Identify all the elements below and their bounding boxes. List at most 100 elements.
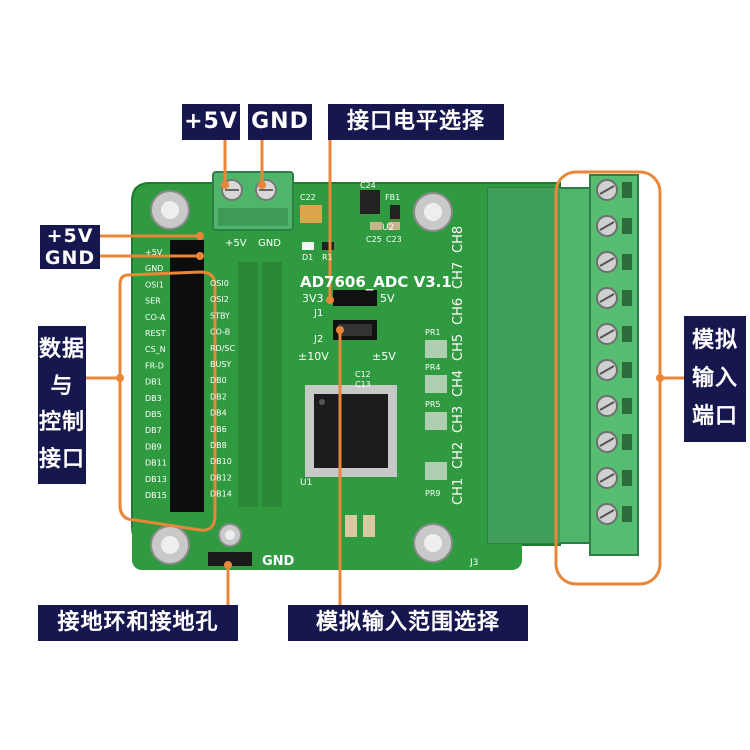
fb1-component [390, 205, 400, 219]
callout-data-control-line3: 控制 [38, 410, 85, 436]
silk-j3: J3 [469, 558, 478, 568]
silk-c25: C25 [366, 235, 382, 244]
channel-label: CH1 [451, 478, 466, 505]
resistor-r1 [322, 242, 334, 250]
leader-dots [116, 181, 664, 569]
silk-c23: C23 [386, 235, 402, 244]
left-pin-labels: +5VGNDOSI1SERCO-ARESTCS_NFR-DDB1DB3DB5DB… [145, 248, 167, 500]
terminal-screw [596, 287, 632, 309]
silk-fb1: FB1 [385, 193, 400, 202]
pr4-pad [425, 375, 447, 393]
pr5-pad [425, 412, 447, 430]
pin-label: DB7 [145, 426, 162, 435]
pin-label: FR-D [145, 361, 164, 370]
pin-label: GND [145, 264, 163, 273]
led-d1 [302, 242, 314, 250]
pin-label: +5V [145, 248, 163, 257]
pin-label: SER [145, 297, 161, 306]
pin-label: DB15 [145, 491, 167, 500]
regulator-u2 [360, 190, 380, 214]
pin-label: DB2 [210, 392, 227, 401]
silk-pm10v: ±10V [298, 350, 329, 363]
channel-label: CH5 [451, 334, 466, 361]
pin-label: DB9 [145, 442, 162, 451]
pin-label: CO-A [145, 313, 166, 322]
silk-d1: D1 [302, 253, 313, 262]
terminal-screw [596, 503, 632, 525]
terminal-screw [596, 251, 632, 273]
pin-label: STBY [210, 311, 230, 320]
callout-left-gnd: GND [40, 247, 100, 269]
silk-u2: U2 [382, 223, 394, 233]
silk-u1: U1 [300, 478, 312, 488]
pin-label: REST [145, 329, 166, 338]
terminal-screw [596, 395, 632, 417]
silk-pr5: PR5 [425, 400, 440, 409]
pr9-pad [425, 462, 447, 480]
silk-j2: J2 [313, 334, 323, 345]
pin-label: DB13 [145, 475, 167, 484]
left-component-column [238, 262, 282, 507]
silk-bottom-gnd: GND [262, 554, 295, 569]
mounting-hole-top-left [150, 190, 190, 230]
adc-chip-u1 [305, 385, 397, 477]
callout-data-control-line4: 接口 [38, 446, 85, 472]
capacitor-bottom-2 [363, 515, 375, 537]
channel-label: CH2 [451, 442, 466, 469]
pr1-pad [425, 340, 447, 358]
terminal-screw [596, 179, 632, 201]
capacitor-c22 [300, 205, 322, 223]
jumper-j1 [333, 290, 377, 306]
capacitor-bottom-1 [345, 515, 357, 537]
right-pin-labels: OSI0OSI2STBYCO-BRD/SCBUSYDB0DB2DB4DB6DB8… [210, 279, 235, 499]
capacitor-c25 [370, 222, 382, 230]
pin-label: OSI2 [210, 295, 229, 304]
silk-pr1: PR1 [425, 328, 440, 337]
callout-analog-input-line3: 端口 [691, 404, 738, 429]
pin-label: RD/SC [210, 344, 235, 353]
callout-ground: 接地环和接地孔 [38, 605, 238, 641]
pin-label: DB14 [210, 490, 232, 499]
pin-label: DB6 [210, 425, 227, 434]
terminal-screw [596, 431, 632, 453]
silk-pr9: PR9 [425, 489, 440, 498]
callout-data-control-line1: 数据 [38, 337, 85, 363]
terminal-screw [596, 467, 632, 489]
callout-left-5v: +5V [40, 225, 100, 247]
callout-range-select: 模拟输入范围选择 [288, 605, 528, 641]
silk-j1: J1 [313, 308, 323, 319]
pin-label: DB4 [210, 409, 227, 418]
silk-pr4: PR4 [425, 363, 440, 372]
leader-lines [86, 140, 684, 605]
channel-label: CH8 [451, 226, 466, 253]
mounting-hole-bottom-left [150, 525, 190, 565]
pin-label: DB3 [145, 394, 162, 403]
mounting-hole-top-mid [413, 192, 453, 232]
callout-analog-input-line2: 输入 [691, 366, 738, 391]
callout-data-control-line2: 与 [50, 373, 74, 399]
pin-label: CS_N [145, 345, 166, 354]
silk-c24: C24 [360, 181, 376, 190]
pin-header [170, 240, 204, 512]
channel-label: CH4 [451, 370, 466, 397]
terminal-screw [596, 215, 632, 237]
silk-c12: C12 [355, 370, 371, 379]
channel-label: CH6 [451, 298, 466, 325]
power-terminal-block [212, 171, 294, 231]
callout-data-control: 数据 与 控制 接口 [38, 326, 86, 484]
mounting-hole-bottom-mid [413, 523, 453, 563]
analog-input-terminal-block [487, 174, 639, 556]
capacitor-c23 [388, 222, 400, 230]
pin-label: BUSY [210, 360, 231, 369]
ground-hole [218, 523, 242, 547]
channel-label: CH7 [451, 262, 466, 289]
silk-r1: R1 [322, 253, 333, 262]
callout-top-5v: +5V [182, 104, 240, 140]
pin-label: DB11 [145, 459, 167, 468]
silk-j1-5v: 5V [380, 292, 395, 305]
silk-c13: C13 [355, 380, 371, 389]
callout-level-select: 接口电平选择 [328, 104, 504, 140]
callout-top-gnd: GND [248, 104, 312, 140]
